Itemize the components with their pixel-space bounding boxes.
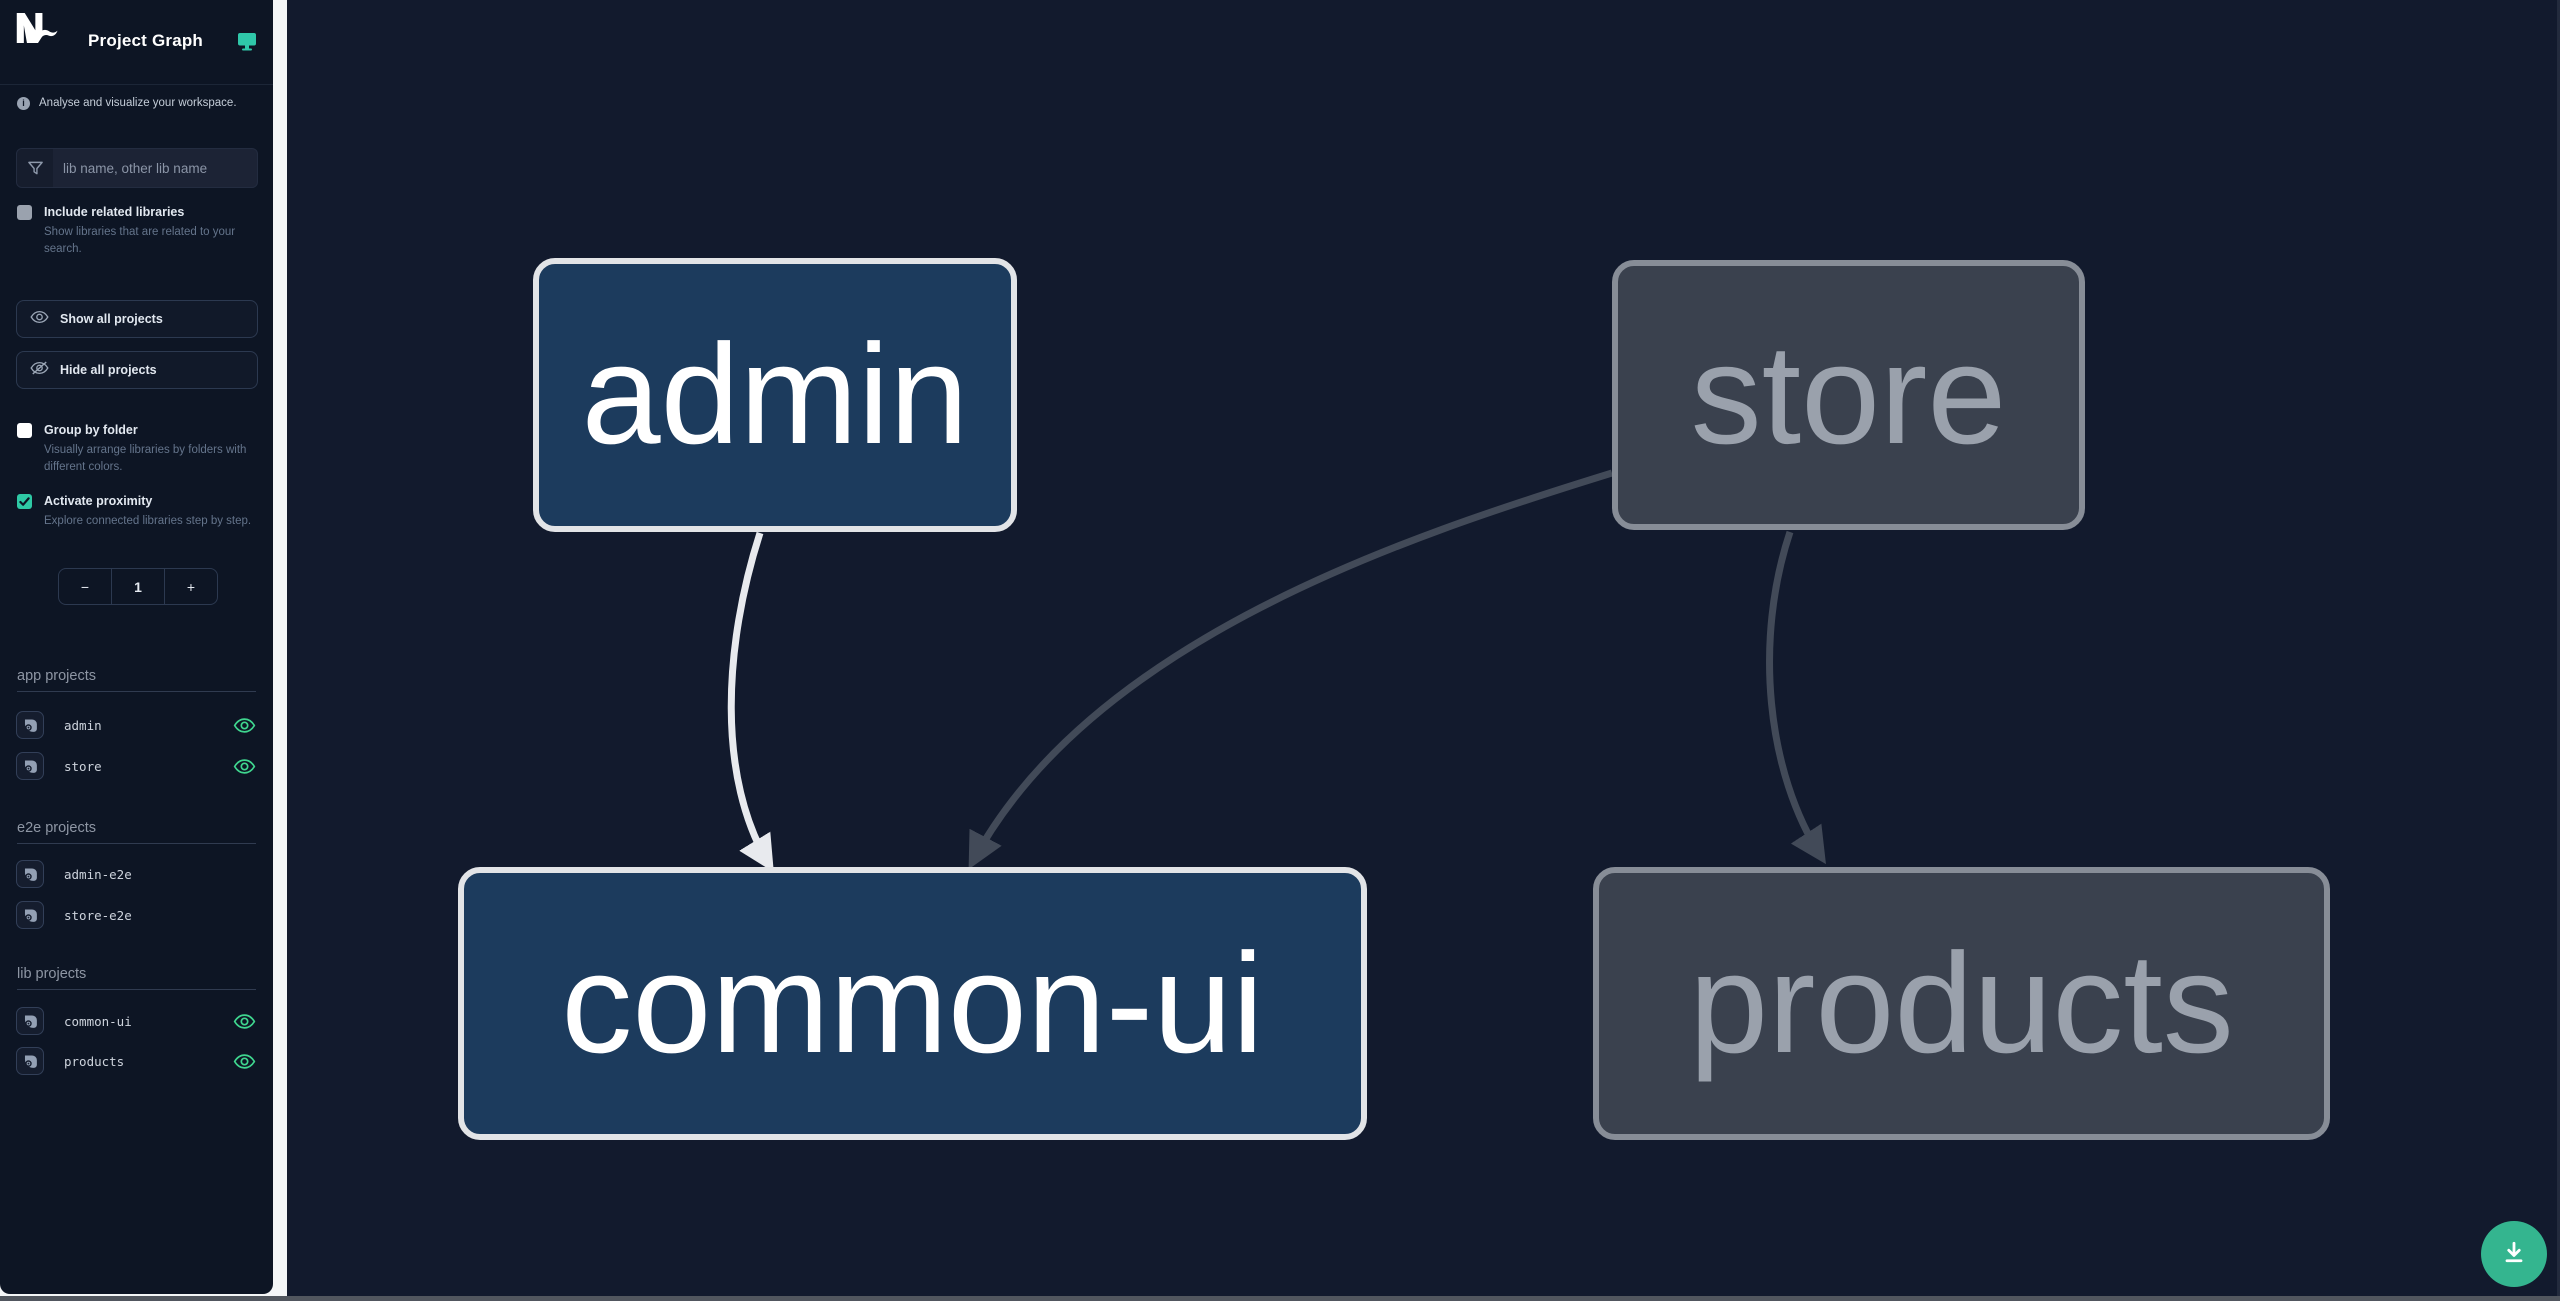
project-name: admin-e2e	[64, 866, 132, 882]
right-scroll-edge	[2557, 0, 2560, 1301]
option-include-related: Include related libraries Show libraries…	[17, 204, 257, 258]
option-description: Explore connected libraries step by step…	[44, 514, 252, 527]
page-title: Project Graph	[88, 31, 204, 50]
stepper-decrement-button[interactable]: −	[80, 578, 90, 595]
edge-admin-to-common-ui	[727, 531, 774, 873]
section-title-e2e-projects: e2e projects	[17, 820, 256, 844]
download-icon	[2500, 1238, 2528, 1271]
project-name: store	[64, 758, 102, 774]
graph-node-label: products	[1689, 923, 2234, 1083]
graph-node-common-ui[interactable]: common-ui	[458, 867, 1367, 1140]
project-row-admin-e2e: admin-e2e	[16, 857, 258, 891]
project-name: common-ui	[64, 1013, 132, 1029]
download-graph-button[interactable]	[2481, 1221, 2547, 1287]
focus-project-button[interactable]	[16, 1007, 44, 1035]
option-description: Visually arrange libraries by folders wi…	[44, 443, 247, 474]
focus-project-button[interactable]	[16, 711, 44, 739]
focus-project-button[interactable]	[16, 1047, 44, 1075]
option-group-by-folder: Group by folder Visually arrange librari…	[17, 422, 257, 476]
option-label: Activate proximity	[44, 494, 153, 508]
workspace-subtitle: i Analyse and visualize your workspace.	[17, 96, 257, 111]
search-input[interactable]	[53, 160, 257, 176]
search-box	[16, 148, 258, 188]
section-title-lib-projects: lib projects	[17, 966, 256, 990]
sidebar-header: Project Graph	[0, 0, 273, 85]
graph-node-store[interactable]: store	[1612, 260, 2085, 530]
info-icon: i	[17, 97, 30, 110]
graph-node-products[interactable]: products	[1593, 867, 2330, 1140]
eye-icon	[30, 310, 49, 329]
nx-logo-icon	[15, 11, 61, 50]
eye-off-icon	[30, 360, 49, 381]
visibility-eye-icon[interactable]	[233, 717, 256, 733]
horizontal-scrollbar[interactable]	[0, 1296, 2560, 1301]
stepper-increment-button[interactable]: +	[164, 569, 217, 604]
filter-funnel-icon	[17, 149, 53, 187]
project-row-admin: admin	[16, 708, 258, 742]
option-description: Show libraries that are related to your …	[44, 225, 236, 256]
monitor-icon[interactable]	[237, 32, 257, 56]
option-label: Group by folder	[44, 423, 138, 437]
project-row-store-e2e: store-e2e	[16, 898, 258, 932]
focus-project-button[interactable]	[16, 901, 44, 929]
project-name: admin	[64, 717, 102, 733]
edge-store-to-common-ui	[968, 469, 1614, 870]
edge-store-to-products	[1766, 530, 1826, 865]
focus-project-button[interactable]	[16, 752, 44, 780]
option-activate-proximity: Activate proximity Explore connected lib…	[17, 493, 257, 530]
section-title-app-projects: app projects	[17, 668, 256, 692]
hide-all-projects-button[interactable]: Hide all projects	[16, 351, 258, 389]
checkbox-include-related[interactable]	[17, 205, 32, 220]
sidebar: Project Graph i Analyse and visualize yo…	[0, 0, 273, 1294]
visibility-eye-icon[interactable]	[233, 758, 256, 774]
project-row-products: products	[16, 1044, 258, 1078]
visibility-eye-icon[interactable]	[233, 1013, 256, 1029]
graph-node-label: store	[1690, 315, 2007, 474]
visibility-eye-icon[interactable]	[233, 1053, 256, 1069]
proximity-stepper: − 1 +	[58, 568, 218, 605]
stepper-value: 1	[111, 569, 164, 604]
graph-node-admin[interactable]: admin	[533, 258, 1017, 532]
project-row-store: store	[16, 749, 258, 783]
graph-node-label: admin	[581, 315, 969, 474]
checkbox-activate-proximity[interactable]	[17, 494, 32, 509]
option-label: Include related libraries	[44, 205, 185, 219]
checkbox-group-by-folder[interactable]	[17, 423, 32, 438]
focus-project-button[interactable]	[16, 860, 44, 888]
project-row-common-ui: common-ui	[16, 1004, 258, 1038]
graph-node-label: common-ui	[561, 923, 1264, 1083]
project-name: products	[64, 1053, 125, 1069]
project-name: store-e2e	[64, 907, 132, 923]
show-all-projects-button[interactable]: Show all projects	[16, 300, 258, 338]
